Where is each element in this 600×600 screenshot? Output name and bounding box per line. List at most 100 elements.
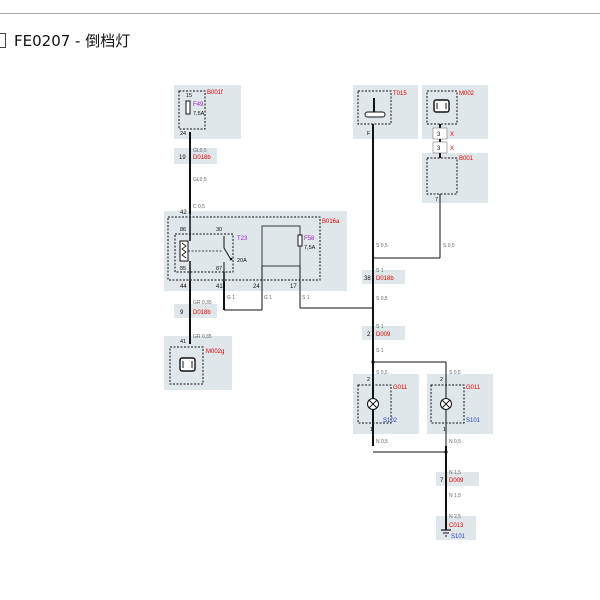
wire-label-n05-b: N 0,5 xyxy=(449,439,461,445)
pin-44: 44 xyxy=(180,284,187,290)
wires xyxy=(189,124,447,530)
f49-id: F49 xyxy=(193,102,204,108)
wire-label-s1-b: S 1 xyxy=(302,295,310,301)
m002-id: M002 xyxy=(459,91,475,97)
b001f-pin-bottom: 24 xyxy=(180,131,186,137)
t23-relay-housing xyxy=(174,233,234,273)
m002-housing xyxy=(426,90,458,125)
d009-upper-id: D009 xyxy=(376,332,391,338)
wire-label-gr035: GR 0,35 xyxy=(193,300,212,306)
t015-pin: F xyxy=(367,131,371,137)
wire-label-n25: N 2,5 xyxy=(449,514,461,520)
module-icon xyxy=(179,357,196,372)
d018b-mid-pin: 38 xyxy=(364,276,371,282)
m002-block xyxy=(422,85,488,139)
fuse-f58-icon xyxy=(297,234,303,247)
wire-label-s05-b: S 0,5 xyxy=(443,243,455,249)
wire-label-n15-b: N 1,5 xyxy=(449,493,461,499)
wire-label-n15-a: N 1,5 xyxy=(449,470,461,476)
t23-pin-85: 85 xyxy=(180,266,186,272)
relay-contact-point xyxy=(229,257,233,261)
header-rule xyxy=(0,13,600,14)
m002g-pin: 41 xyxy=(180,339,186,345)
b016a-housing xyxy=(167,216,321,281)
wire-label-gr035-b: GR 0,35 xyxy=(193,334,212,340)
page-title: FE0207 - 倒档灯 xyxy=(14,32,131,50)
d009-lower-id: D009 xyxy=(449,478,464,484)
f58-id: F58 xyxy=(304,236,315,242)
m002g-id: M002g xyxy=(206,349,224,355)
b001f-block xyxy=(174,85,241,139)
junction-dot xyxy=(444,450,448,454)
b001-block xyxy=(422,153,488,203)
pin-42: 42 xyxy=(180,210,187,216)
fuse-f49-icon xyxy=(185,100,191,115)
b001-housing xyxy=(426,157,458,195)
g011-left-housing xyxy=(357,384,392,424)
b001-pin-box xyxy=(432,141,448,154)
t015-id: T015 xyxy=(393,91,407,97)
wire-label-s05-a: S 0,5 xyxy=(376,243,388,249)
b001f-pin-top: 15 xyxy=(186,93,192,99)
m002-pin-box xyxy=(432,127,448,140)
b001f-housing xyxy=(178,90,206,130)
wire-label-s05-e: S 0,5 xyxy=(449,370,461,376)
g011-left-ground: S102 xyxy=(383,418,398,424)
g011-right-pin-bottom: 1 xyxy=(443,427,446,433)
wire-label-c05: C 0,5 xyxy=(193,204,205,210)
d018b-top-pin: 19 xyxy=(179,155,186,161)
lamp-icon-cross xyxy=(441,399,451,409)
wire-label-s1-a: S 1 xyxy=(376,268,384,274)
d018b-top-id: D018b xyxy=(193,155,211,161)
d018b-left-id: D018b xyxy=(193,310,211,316)
b001f-id: B001f xyxy=(207,90,223,96)
wire-label-g1-b: G 1 xyxy=(264,295,272,301)
g011-right-id: G011 xyxy=(466,385,481,391)
t015-block xyxy=(353,85,418,139)
switch-icon-base xyxy=(364,111,386,118)
g011-left-pin-bottom: 1 xyxy=(370,427,373,433)
title-checkbox[interactable] xyxy=(0,33,6,48)
wire-label-s05-c: S 0,5 xyxy=(376,296,388,302)
relay-contact-arm xyxy=(223,247,231,259)
c013-bg xyxy=(436,516,476,540)
pin-24: 24 xyxy=(253,284,260,290)
lamp-icon-cross xyxy=(368,399,378,409)
t23-pin-86: 86 xyxy=(180,227,186,233)
b001-pin-bottom: 7 xyxy=(435,197,438,203)
relay-coil-zigzag xyxy=(181,242,187,259)
g011-left-block xyxy=(353,374,419,434)
junction-dot xyxy=(371,360,375,364)
g011-left-pin-top: 2 xyxy=(367,377,370,383)
b001-id: B001 xyxy=(459,156,474,162)
t23-rating: 20A xyxy=(237,258,247,264)
g011-right-housing xyxy=(430,384,465,424)
g011-right-pin-top: 2 xyxy=(440,377,443,383)
pin-17: 17 xyxy=(290,284,297,290)
g011-left-id: G011 xyxy=(393,385,408,391)
t015-housing xyxy=(357,90,392,125)
g011-right-ground: S101 xyxy=(466,418,481,424)
d018b-left-bg xyxy=(174,304,217,318)
b016a-block xyxy=(164,211,347,291)
wire-label-s05-d: S 0,5 xyxy=(376,370,388,376)
g011-right-block xyxy=(427,374,493,434)
b016a-id: B016a xyxy=(322,219,340,225)
m002-pin: 3 xyxy=(437,132,441,138)
c013-id: C013 xyxy=(449,523,464,529)
wire-label-g1-a: G 1 xyxy=(227,295,235,301)
d018b-mid-id: D018b xyxy=(376,276,394,282)
c013-ground: S101 xyxy=(451,534,466,540)
wire-label-gl-top: GL0,5 xyxy=(193,148,207,154)
f49-rating: 7,5A xyxy=(193,111,205,117)
d009-upper-pin: 2 xyxy=(367,332,371,338)
b001-pin-top: 3 xyxy=(437,146,441,152)
d018b-top-bg xyxy=(174,148,217,164)
wire-label-s1-c: S 1 xyxy=(376,324,384,330)
pin-41: 41 xyxy=(216,284,223,290)
m002g-block xyxy=(164,336,232,390)
wire-label-gl-mid: GL0,5 xyxy=(193,177,207,183)
wire-label-s1-d: S 1 xyxy=(376,348,384,354)
t23-id: T23 xyxy=(237,236,248,242)
